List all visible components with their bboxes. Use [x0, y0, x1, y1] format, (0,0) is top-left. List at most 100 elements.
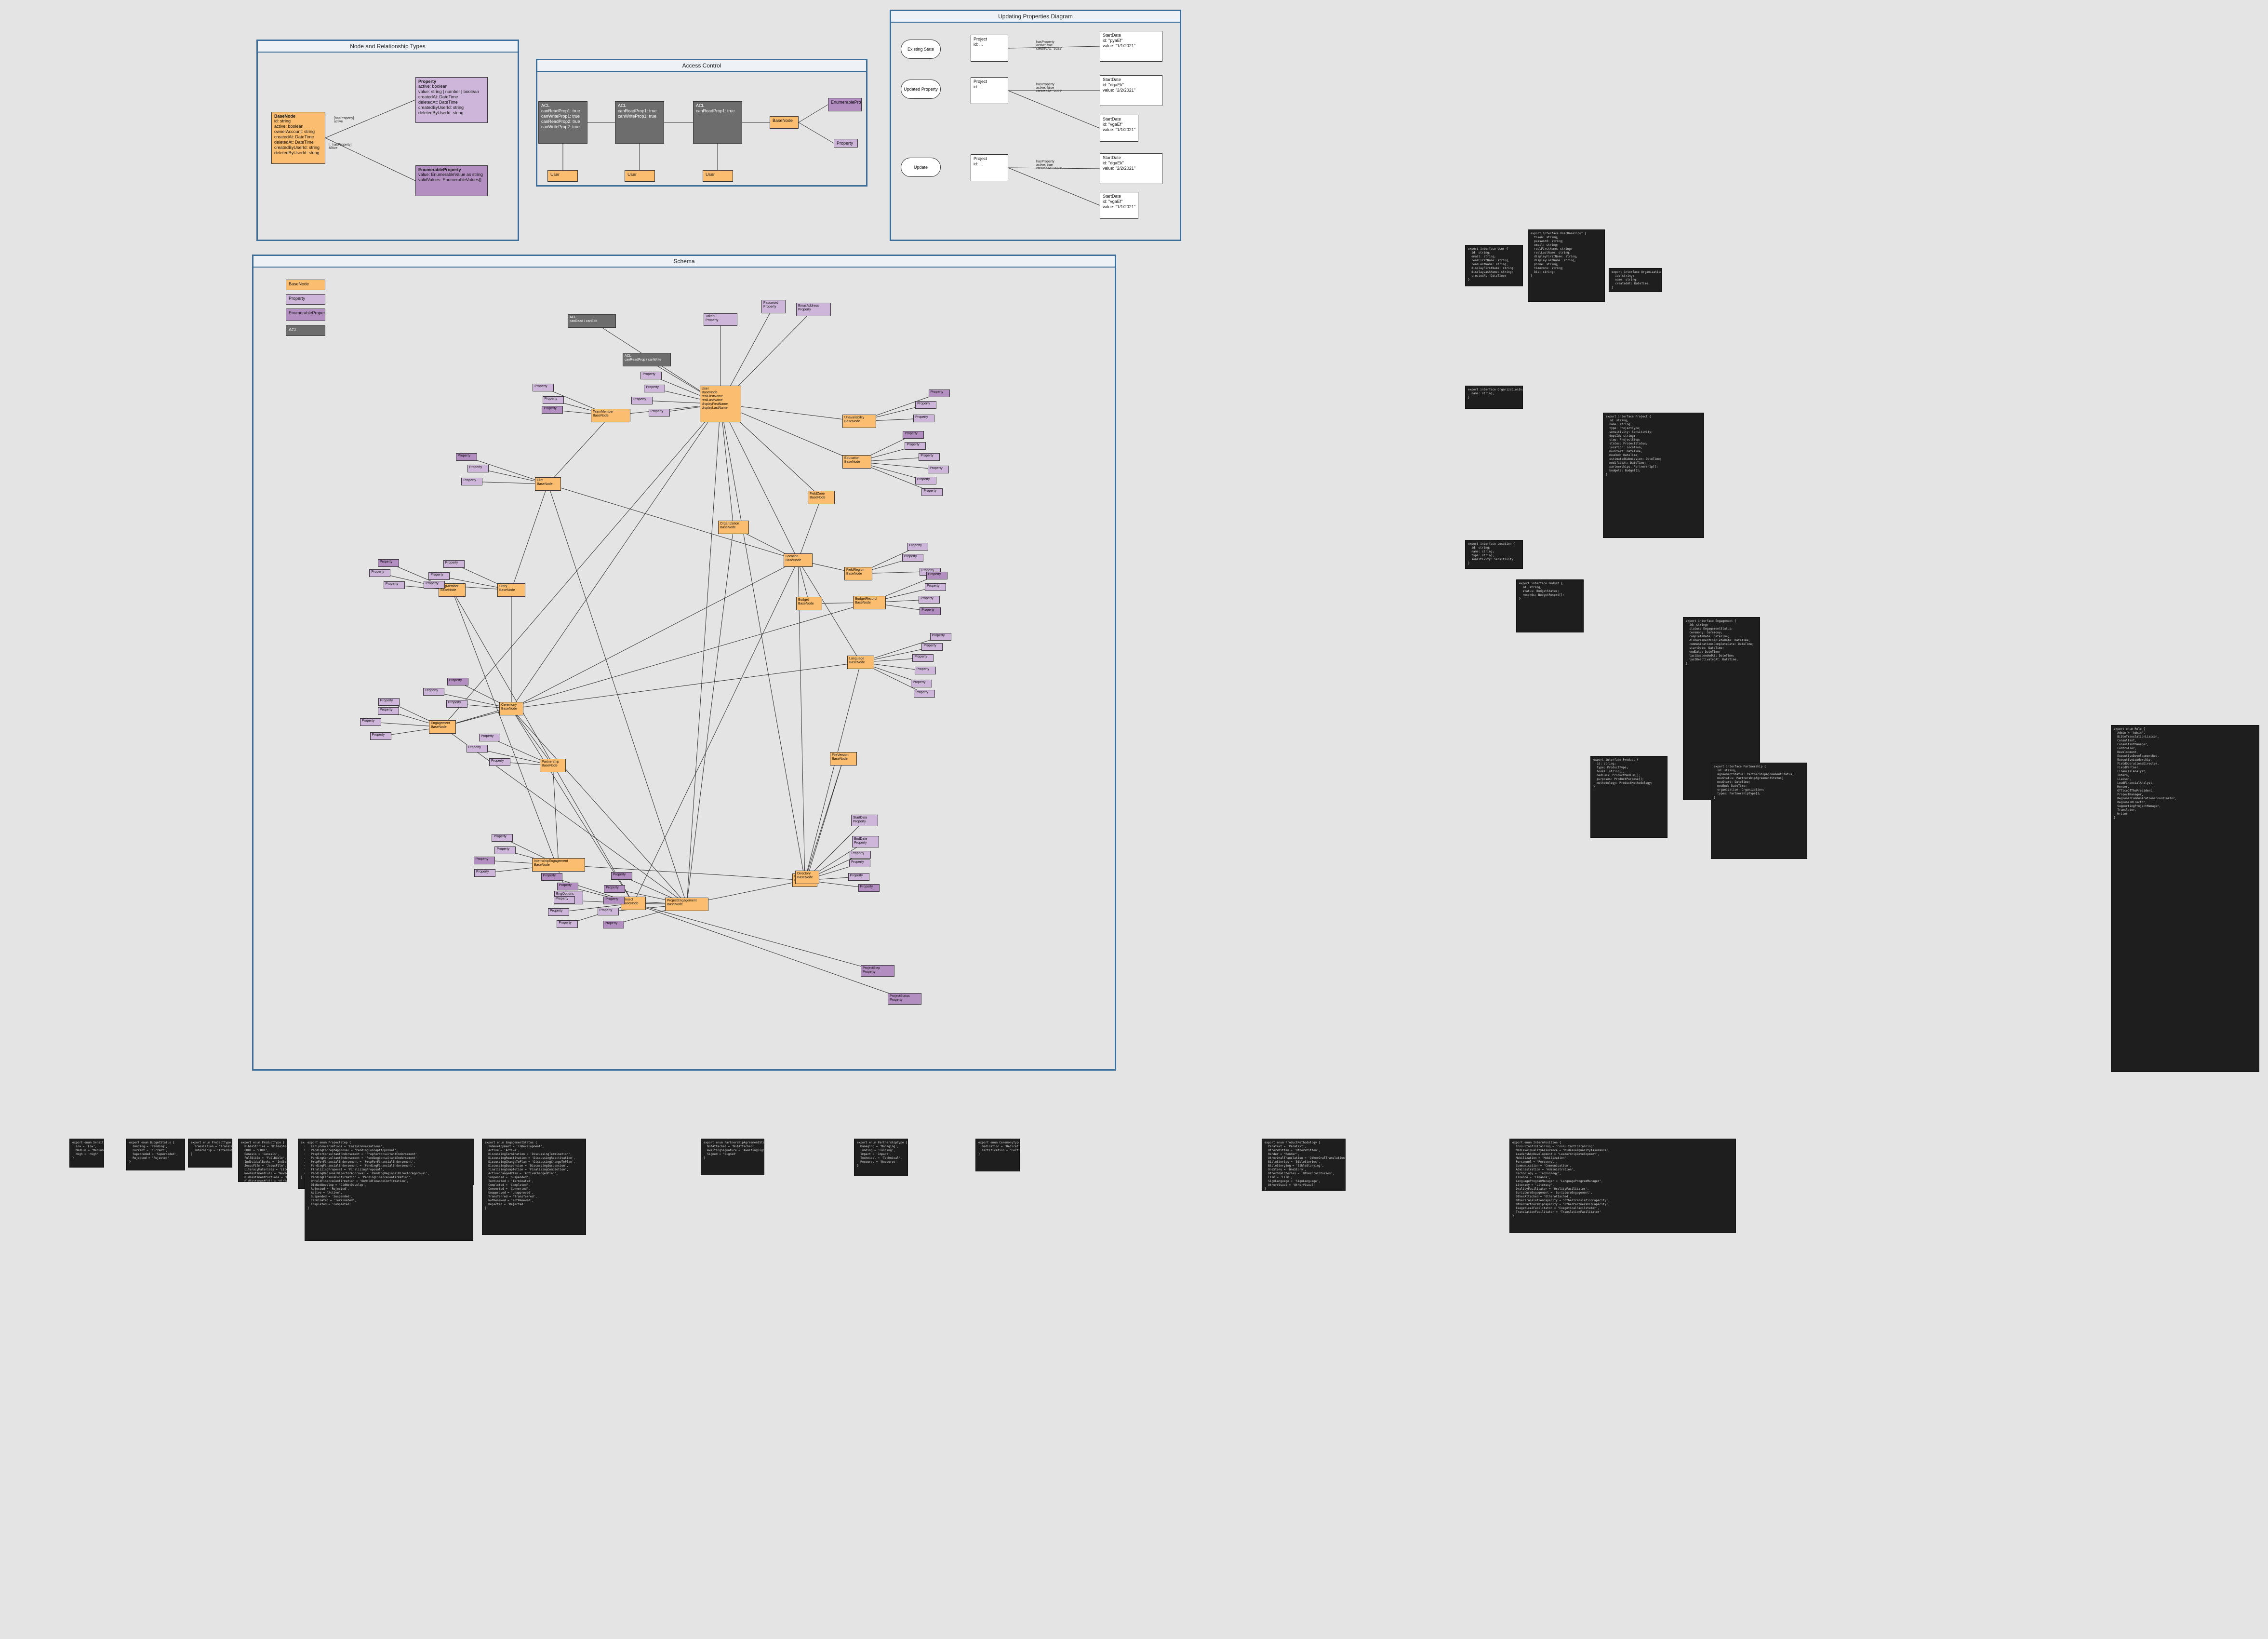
- property-node[interactable]: Property: [834, 139, 858, 148]
- property-node[interactable]: Property: [849, 860, 871, 868]
- schema-node[interactable]: Budget BaseNode: [796, 597, 822, 610]
- schema-node[interactable]: Project BaseNode: [621, 897, 646, 910]
- property-node[interactable]: Property: [611, 872, 632, 880]
- property-node[interactable]: Property: [461, 478, 483, 486]
- schema-node[interactable]: ProjectStep Property: [861, 965, 894, 977]
- schema-node[interactable]: ACL canRead / canEdit: [568, 314, 616, 328]
- property-node[interactable]: Property: [915, 476, 936, 484]
- property-node[interactable]: Property: [428, 572, 450, 580]
- base-node[interactable]: BaseNode: [770, 116, 799, 129]
- schema-node[interactable]: ACL canReadProp / canWrite: [623, 353, 671, 366]
- property-node[interactable]: Property: [926, 571, 947, 579]
- property-node[interactable]: Property: [914, 667, 936, 675]
- property-node[interactable]: Property: [597, 908, 619, 916]
- startdate-node[interactable]: StartDate id: "dgaEk" value: "2/2/2021": [1100, 75, 1162, 106]
- base-node-type[interactable]: BaseNode id: string active: boolean owne…: [271, 112, 325, 164]
- user-node[interactable]: User: [625, 170, 655, 182]
- property-node[interactable]: Property: [930, 632, 951, 641]
- property-node[interactable]: Property: [557, 920, 578, 928]
- schema-node[interactable]: TeamMember BaseNode: [591, 409, 630, 422]
- startdate-node[interactable]: StartDate id: "vgaEf" value: "1/1/2021": [1100, 192, 1138, 219]
- property-node[interactable]: Property: [928, 389, 950, 397]
- project-node[interactable]: Project id: ...: [971, 154, 1008, 181]
- schema-node[interactable]: Unavailability BaseNode: [842, 415, 876, 428]
- property-node[interactable]: Property: [920, 607, 941, 616]
- property-node[interactable]: Property: [473, 856, 495, 864]
- schema-node[interactable]: FileVersion BaseNode: [830, 752, 857, 766]
- property-node[interactable]: Property: [423, 688, 445, 696]
- property-node[interactable]: Property: [928, 465, 949, 473]
- user-node[interactable]: User: [703, 170, 733, 182]
- property-node[interactable]: Property: [492, 833, 513, 842]
- schema-node[interactable]: User BaseNode realFirstName realLastName…: [700, 386, 741, 422]
- startdate-node[interactable]: StartDate id: "dgaEk" value: "2/2/2021": [1100, 153, 1162, 184]
- property-node[interactable]: Property: [378, 698, 400, 706]
- property-node[interactable]: Property: [602, 921, 624, 929]
- property-node[interactable]: Property: [466, 745, 488, 753]
- property-node[interactable]: Property: [443, 560, 465, 568]
- property-node[interactable]: Property: [858, 884, 880, 892]
- property-node[interactable]: Property: [905, 442, 926, 450]
- property-node[interactable]: Property: [547, 908, 569, 916]
- property-node[interactable]: Property: [921, 643, 943, 651]
- property-node[interactable]: Property: [915, 401, 937, 409]
- property-node[interactable]: Property: [489, 758, 510, 766]
- schema-node[interactable]: Organization BaseNode: [718, 521, 749, 534]
- property-node[interactable]: Property: [553, 896, 575, 904]
- property-node[interactable]: Property: [370, 732, 391, 740]
- property-node[interactable]: Property: [848, 873, 869, 881]
- schema-node[interactable]: Engagement BaseNode: [429, 720, 456, 734]
- property-node[interactable]: Property: [446, 700, 467, 708]
- property-node[interactable]: Property: [919, 595, 940, 604]
- startdate-node[interactable]: StartDate id: "pyaEf" value: "1/1/2021": [1100, 31, 1162, 62]
- schema-node[interactable]: EndDate Property: [852, 836, 879, 847]
- property-node[interactable]: Property: [907, 542, 929, 551]
- property-node[interactable]: Property: [447, 678, 468, 686]
- property-node[interactable]: Property: [360, 718, 381, 726]
- property-node[interactable]: Property: [640, 371, 662, 379]
- schema-node[interactable]: FieldRegion BaseNode: [844, 567, 872, 580]
- property-node[interactable]: Property: [455, 453, 477, 461]
- property-node[interactable]: Property: [912, 654, 934, 662]
- property-node[interactable]: Property: [911, 679, 932, 687]
- property-node[interactable]: Property: [467, 464, 489, 472]
- schema-node[interactable]: Token Property: [704, 313, 737, 326]
- property-node[interactable]: Property: [542, 396, 564, 404]
- schema-node[interactable]: BudgetRecord BaseNode: [853, 596, 886, 609]
- property-node[interactable]: Property: [383, 581, 405, 589]
- property-node[interactable]: Property: [557, 882, 578, 890]
- property-node[interactable]: Property: [644, 385, 666, 393]
- project-node[interactable]: Project id: ...: [971, 35, 1008, 62]
- acl-node[interactable]: ACL canReadProp1: true canWriteProp1: tr…: [538, 101, 587, 144]
- property-node[interactable]: Property: [913, 689, 935, 698]
- acl-node[interactable]: ACL canReadProp1: true: [693, 101, 742, 144]
- schema-node[interactable]: StartDate Property: [851, 815, 878, 826]
- property-node[interactable]: Property: [849, 851, 871, 859]
- acl-node[interactable]: ACL canReadProp1: true canWriteProp1: tr…: [615, 101, 664, 144]
- schema-node[interactable]: ProjectStatus Property: [888, 993, 921, 1005]
- schema-node[interactable]: ProjectEngagement BaseNode: [665, 898, 708, 911]
- property-node[interactable]: Property: [377, 559, 399, 567]
- property-node[interactable]: Property: [631, 396, 653, 404]
- schema-node[interactable]: Story BaseNode: [497, 583, 525, 597]
- property-node[interactable]: Property: [919, 453, 940, 461]
- schema-node[interactable]: Language BaseNode: [847, 656, 874, 669]
- property-node[interactable]: Property: [542, 406, 563, 414]
- property-node[interactable]: Property: [533, 383, 554, 391]
- schema-node[interactable]: Ceremony BaseNode: [499, 702, 523, 715]
- property-node[interactable]: Property: [603, 896, 625, 904]
- startdate-node[interactable]: StartDate id: "vgaEf" value: "1/1/2021": [1100, 115, 1138, 142]
- property-node[interactable]: Property: [604, 885, 626, 893]
- property-node[interactable]: Property: [479, 733, 500, 741]
- schema-node[interactable]: InternshipEngagement BaseNode: [532, 858, 585, 872]
- property-node[interactable]: Property: [424, 581, 445, 589]
- property-node[interactable]: Property: [474, 869, 495, 877]
- schema-node[interactable]: Directory BaseNode: [795, 871, 819, 884]
- schema-node[interactable]: Film BaseNode: [535, 477, 561, 491]
- schema-node[interactable]: EmailAddress Property: [796, 303, 831, 316]
- schema-node[interactable]: Partnership BaseNode: [540, 759, 566, 772]
- property-node[interactable]: Property: [377, 707, 399, 715]
- schema-node[interactable]: FieldZone BaseNode: [808, 491, 835, 504]
- property-node[interactable]: Property: [913, 415, 935, 423]
- property-node[interactable]: Property: [925, 583, 947, 591]
